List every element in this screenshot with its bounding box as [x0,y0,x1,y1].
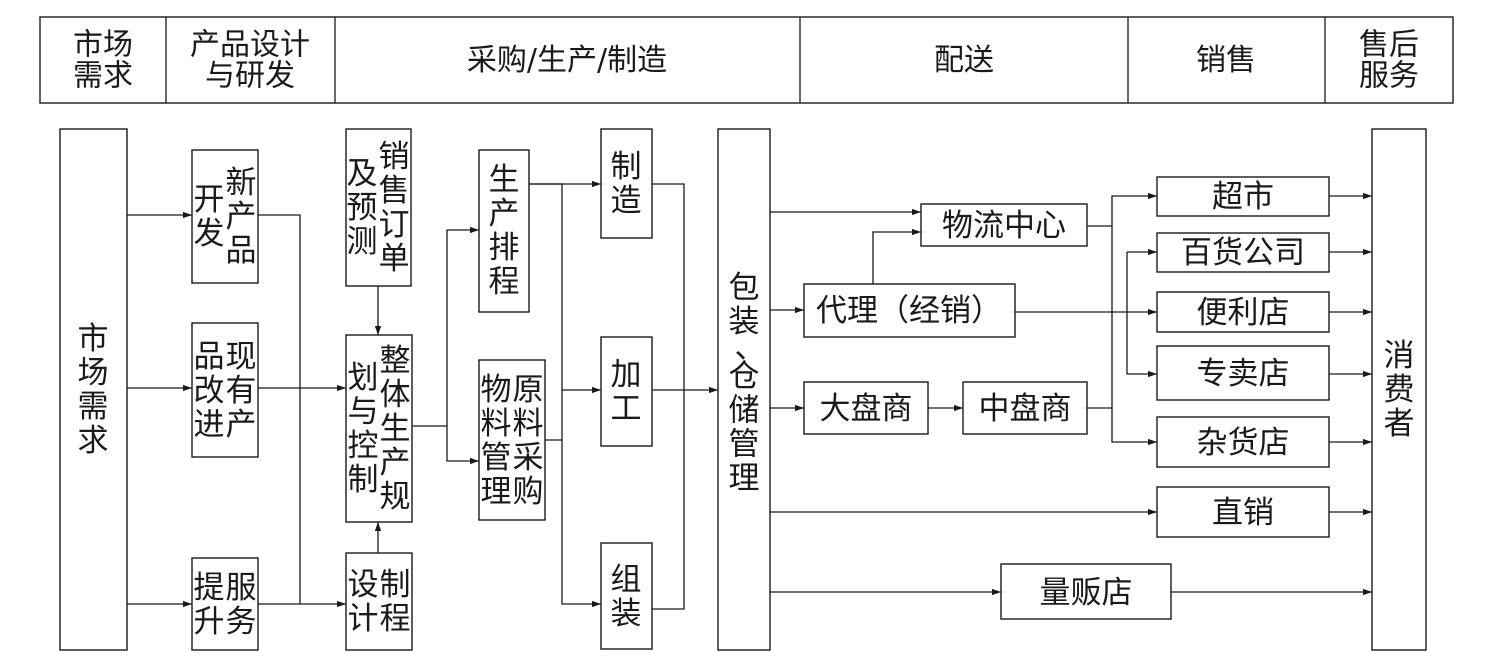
node-production-scheduling: 生产排程 [478,149,530,313]
node-agent-label: 代理（经销） [816,293,1002,329]
header-distribution: 配送 [934,43,994,78]
node-mid-dealer-label: 中盘商 [979,391,1072,427]
node-mass-retailer-label: 量贩店 [1040,575,1133,611]
node-convenience-store: 便利店 [1156,291,1330,333]
stage-header-frame [39,16,1454,104]
node-processing: 加工 [600,336,653,447]
node-sales-forecast-label: 销售订单及预测 [347,139,410,277]
node-specialty-store: 专卖店 [1156,345,1330,401]
node-supermarket: 超市 [1156,176,1330,217]
node-direct-sales-label: 直销 [1212,495,1274,531]
header-procurement-production: 采购/生产/制造 [467,43,667,78]
node-direct-sales: 直销 [1156,486,1330,538]
node-packaging-storage-label: 包装、仓储管理 [729,270,766,496]
arrow-schedule-to-assembly [529,183,601,608]
node-assembly-label: 组装 [611,562,642,632]
node-manufacture-label: 制造 [611,149,642,219]
node-market-demand: 市场需求 [59,128,128,651]
arrow-plan-to-purchase [446,426,479,465]
line-production-bus [652,183,685,610]
node-assembly: 组装 [600,542,653,650]
node-manufacture: 制造 [600,128,653,239]
node-grocery-store: 杂货店 [1156,416,1330,468]
stage-header: 市场需求 产品设计与研发 采购/生产/制造 配送 销售 售后服务 [39,16,1454,104]
node-process-design-label: 制程设计 [348,567,411,637]
node-production-scheduling-label: 生产排程 [489,162,520,300]
node-agent: 代理（经销） [803,283,1016,338]
node-product-improvement-label: 现有产品改进 [194,339,257,443]
node-consumer-label: 消费者 [1384,338,1415,442]
node-big-dealer: 大盘商 [803,381,929,435]
arrow-logistics-to-supermarket [1087,192,1157,227]
node-grocery-store-label: 杂货店 [1197,425,1290,461]
node-specialty-store-label: 专卖店 [1197,356,1290,392]
node-consumer: 消费者 [1371,128,1427,651]
header-market-demand: 市场需求 [73,28,133,94]
node-market-demand-label: 市场需求 [78,321,109,459]
node-service-upgrade: 服务提升 [191,557,259,651]
node-overall-planning-label: 整体生产规划与控制 [348,343,411,515]
node-overall-planning: 整体生产规划与控制 [345,334,413,523]
arrow-logistics-to-grocery [1111,226,1157,446]
arrow-plan-to-schedule [412,226,479,427]
node-logistics-center: 物流中心 [920,203,1088,247]
node-material-purchasing-label: 原料采购物料管理 [481,372,544,510]
node-supermarket-label: 超市 [1212,179,1274,215]
node-sales-forecast: 销售订单及预测 [345,128,412,287]
arrow-agent-to-specialty [1126,252,1157,378]
node-mass-retailer: 量贩店 [1000,563,1172,620]
node-department-store-label: 百货公司 [1181,235,1305,271]
node-service-upgrade-label: 服务提升 [194,570,257,640]
connectors [127,180,1372,610]
node-logistics-center-label: 物流中心 [942,208,1066,244]
node-big-dealer-label: 大盘商 [820,391,913,427]
node-process-design: 制程设计 [345,552,413,651]
node-processing-label: 加工 [611,357,642,427]
node-department-store: 百货公司 [1156,232,1330,273]
header-after-sales: 售后服务 [1359,28,1419,94]
node-convenience-store-label: 便利店 [1197,295,1290,331]
node-product-improvement: 现有产品改进 [191,322,259,458]
arrow-agent-to-logistics [872,228,921,284]
nodes: 市场需求 新产品开发 现有产品改进 服务提升 销售订单及预测 整体生产规划与控制… [59,128,1427,651]
node-packaging-storage: 包装、仓储管理 [717,128,771,651]
header-sales: 销售 [1196,43,1256,78]
node-new-product-development: 新产品开发 [191,149,259,284]
line-design-bus [258,214,301,604]
node-new-product-development-label: 新产品开发 [194,165,257,269]
node-mid-dealer: 中盘商 [962,381,1088,435]
node-material-purchasing: 原料采购物料管理 [478,359,546,521]
header-design-rd: 产品设计与研发 [190,28,310,94]
